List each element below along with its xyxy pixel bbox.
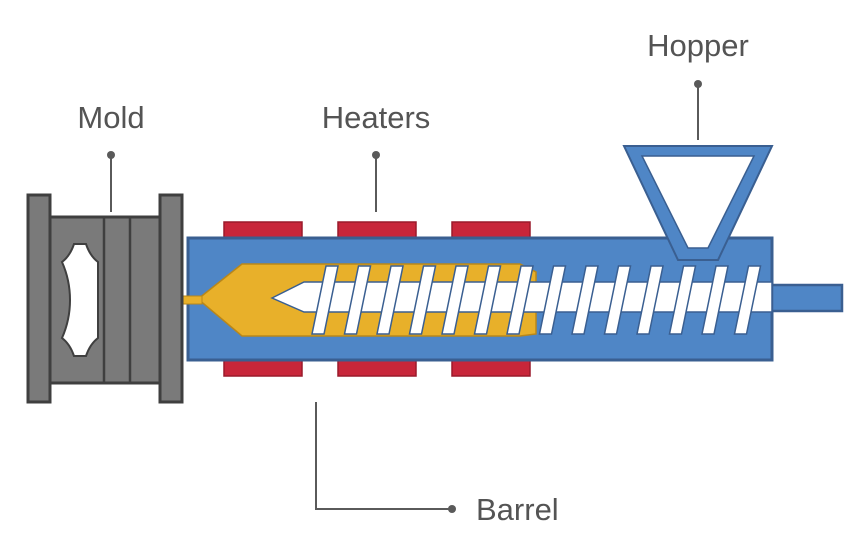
hopper-leader-dot: [694, 80, 702, 88]
mold-cavity: [60, 243, 99, 357]
screw-flight: [668, 265, 697, 335]
hopper-label: Hopper: [647, 28, 749, 63]
mold-leader-dot: [107, 151, 115, 159]
screw-flight: [376, 265, 404, 335]
screw-flight: [343, 265, 372, 335]
screw-flight: [603, 265, 632, 335]
barrel-label: Barrel: [476, 492, 559, 527]
screw-flight: [506, 265, 534, 335]
barrel-leader-dot: [448, 505, 456, 513]
mold-label: Mold: [77, 100, 144, 135]
screw-flights: [311, 265, 762, 335]
screw-flight: [636, 265, 664, 335]
screw-flight: [701, 265, 729, 335]
screw-flight: [408, 265, 437, 335]
heaters-leader-dot: [372, 151, 380, 159]
hopper-inner: [640, 155, 756, 249]
screw-flight: [733, 265, 762, 335]
screw-flight: [473, 265, 502, 335]
screw-flight: [538, 265, 567, 335]
mold: [26, 193, 184, 404]
drive-shaft: [770, 283, 844, 313]
screw-flight: [311, 265, 339, 335]
screw-flight: [441, 265, 469, 335]
mold-plate-left: [26, 193, 52, 404]
hopper: [622, 145, 774, 261]
barrel-leader: [315, 402, 452, 510]
mold-plate-right: [158, 193, 184, 404]
screw-flight: [571, 265, 599, 335]
heaters-label: Heaters: [322, 100, 431, 135]
